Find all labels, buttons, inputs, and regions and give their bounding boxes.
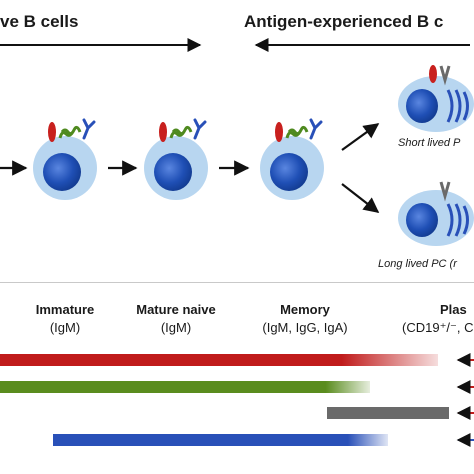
stage-immature-label: Immature [35,302,95,317]
blue-expression-bar [53,434,388,446]
arrow-to-long-lived-icon [341,183,380,213]
stage-plasma-label: Plas [440,302,467,317]
antigen-experienced-header: Antigen-experienced B c [244,12,444,31]
green-expression-bar [0,381,370,393]
gray-receptor-icon [439,181,451,202]
stage-plasma-sub: (CD19⁺/⁻, C [402,320,474,335]
red-receptor-icon [159,122,167,142]
memory-b-cell [260,118,324,200]
red-receptor-icon [275,122,283,142]
green-receptor-icon [169,125,193,139]
stage-mature-naive-sub: (IgM) [160,320,192,335]
red-receptor-icon [429,65,437,83]
mature-naive-b-cell [144,118,208,200]
red-expression-bar [0,354,438,366]
green-receptor-icon [58,125,82,139]
stage-immature-sub: (IgM) [49,320,81,335]
long-lived-pc-label: Long lived PC (r [378,258,457,270]
short-lived-plasma-cell [398,65,474,132]
red-receptor-icon [48,122,56,142]
long-lived-plasma-cell [398,181,474,246]
y-antibody-icon [82,118,96,140]
stage-mature-naive-label: Mature naive [136,302,216,317]
naive-b-cells-header: ve B cells [0,12,79,31]
stage-memory-sub: (IgM, IgG, IgA) [262,320,348,335]
y-antibody-icon [309,118,323,140]
gray-receptor-icon [439,65,451,86]
y-antibody-icon [193,118,207,140]
arrow-to-short-lived-icon [341,123,380,151]
green-receptor-icon [285,125,309,139]
gray-expression-bar [327,407,449,419]
immature-b-cell [33,118,97,200]
separator-line [0,282,474,283]
short-lived-pc-label: Short lived P [398,137,461,149]
stage-memory-label: Memory [280,302,330,317]
